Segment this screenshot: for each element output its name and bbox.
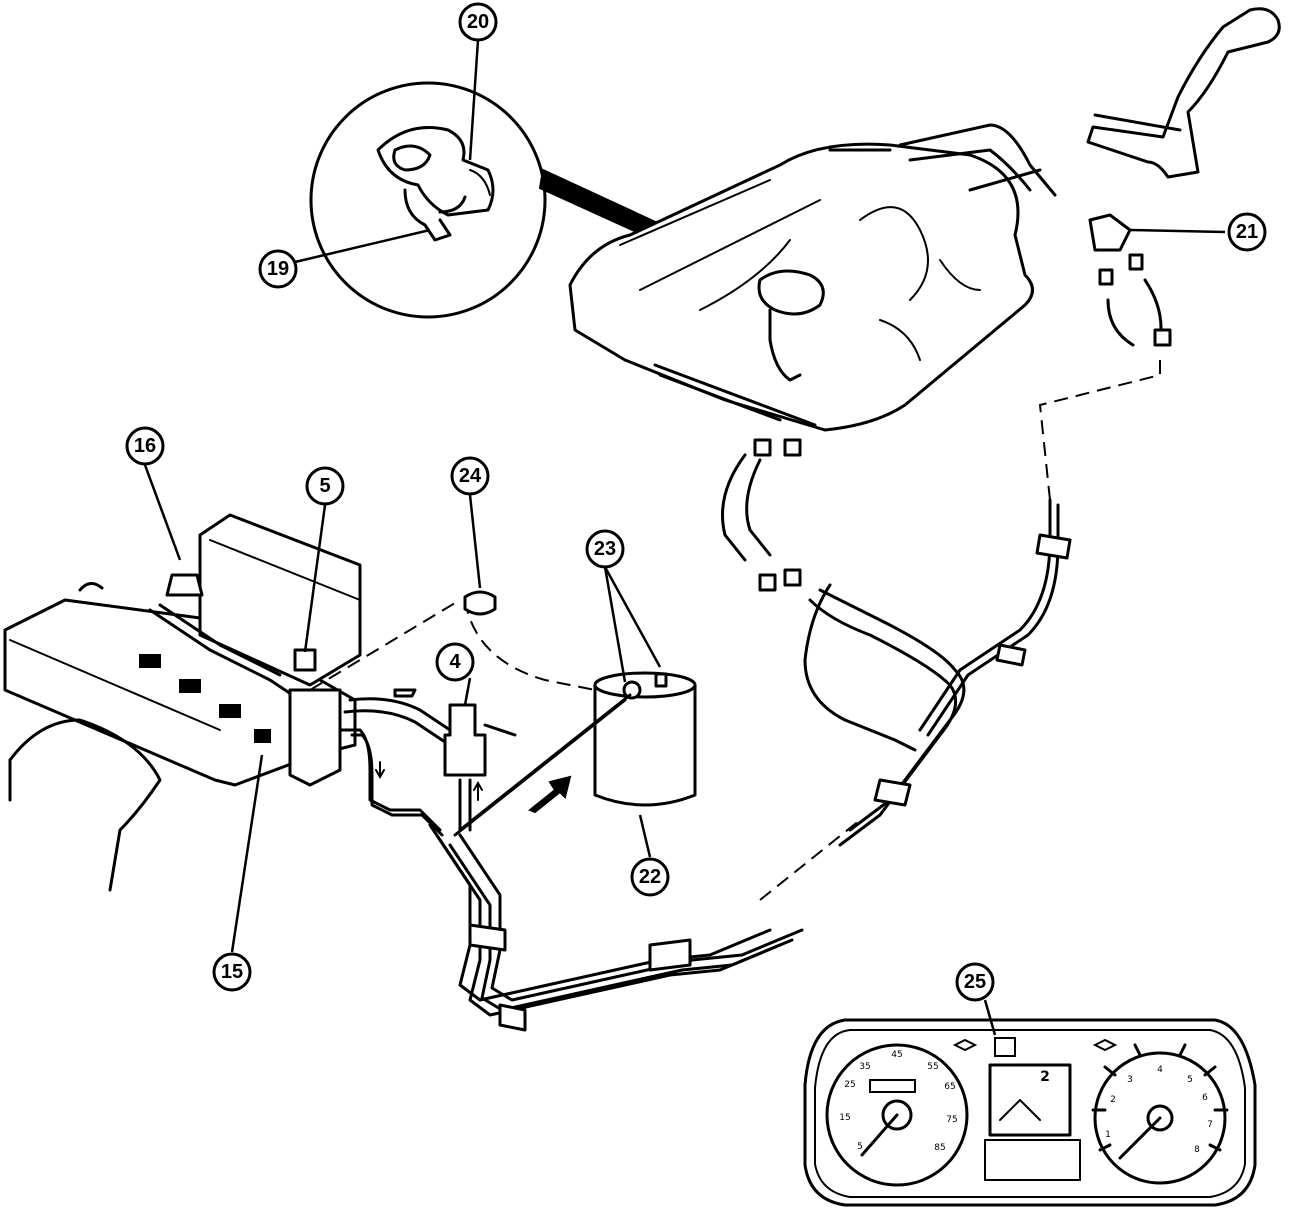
tachometer-label-3: 3 bbox=[1127, 1075, 1133, 1085]
tank-hoses bbox=[721, 438, 802, 592]
callout-24: 24 bbox=[450, 456, 490, 496]
speedometer-label-45: 45 bbox=[891, 1050, 902, 1060]
callout-24-label: 24 bbox=[459, 465, 482, 487]
callout-19-label: 19 bbox=[267, 258, 289, 280]
callout-21-label: 21 bbox=[1236, 221, 1258, 243]
tachometer-label-1: 1 bbox=[1105, 1130, 1111, 1140]
callout-16-label: 16 bbox=[134, 435, 156, 457]
tachometer-label-2: 2 bbox=[1110, 1095, 1116, 1105]
speedometer-label-25: 25 bbox=[844, 1080, 855, 1090]
fuel-lines bbox=[803, 360, 1161, 847]
fuel-warning-light bbox=[994, 1037, 1016, 1057]
callout-20: 20 bbox=[458, 2, 498, 42]
callout-22: 22 bbox=[630, 857, 670, 897]
engine-cylinder-head bbox=[3, 513, 362, 892]
warning-lights-panel bbox=[984, 1139, 1081, 1181]
callout-15-label: 15 bbox=[221, 961, 243, 983]
callout-21: 21 bbox=[1227, 212, 1267, 252]
fuel-gauge-label: 2 bbox=[1040, 1069, 1050, 1085]
speedometer-label-15: 15 bbox=[839, 1113, 850, 1123]
callout-leaders bbox=[143, 39, 1226, 1036]
callout-15: 15 bbox=[212, 952, 252, 992]
instrument-cluster bbox=[803, 1018, 1257, 1207]
fuel-gauge bbox=[988, 1063, 1072, 1137]
tachometer-ticks bbox=[1091, 1043, 1229, 1152]
callout-19: 19 bbox=[258, 249, 298, 289]
tachometer-label-6: 6 bbox=[1202, 1093, 1208, 1103]
fuel-tank bbox=[568, 142, 1034, 432]
speedometer-label-5: 5 bbox=[857, 1142, 863, 1152]
callout-20-label: 20 bbox=[467, 11, 489, 33]
callout-23-label: 23 bbox=[594, 538, 616, 560]
callout-5-label: 5 bbox=[319, 475, 330, 497]
speedometer-label-65: 65 bbox=[944, 1082, 955, 1092]
vent-lines bbox=[309, 590, 632, 837]
callout-4: 4 bbox=[435, 642, 475, 682]
callout-16: 16 bbox=[125, 426, 165, 466]
filler-neck-assembly bbox=[828, 7, 1281, 347]
speedometer-label-35: 35 bbox=[859, 1062, 870, 1072]
speedometer-label-55: 55 bbox=[927, 1062, 938, 1072]
charcoal-canister bbox=[593, 671, 697, 807]
lower-fuel-lines bbox=[428, 819, 861, 1032]
tachometer-label-5: 5 bbox=[1187, 1075, 1193, 1085]
tachometer-label-8: 8 bbox=[1194, 1145, 1200, 1155]
callout-5: 5 bbox=[305, 466, 345, 506]
callout-25-label: 25 bbox=[964, 971, 986, 993]
tachometer-label-4: 4 bbox=[1157, 1065, 1163, 1075]
speedometer-label-85: 85 bbox=[934, 1143, 945, 1153]
speedometer-label-75: 75 bbox=[946, 1115, 957, 1125]
callout-4-label: 4 bbox=[449, 651, 461, 673]
callout-25: 25 bbox=[955, 962, 995, 1002]
callout-23: 23 bbox=[585, 529, 625, 569]
tachometer-label-7: 7 bbox=[1207, 1120, 1213, 1130]
callout-22-label: 22 bbox=[639, 866, 661, 888]
